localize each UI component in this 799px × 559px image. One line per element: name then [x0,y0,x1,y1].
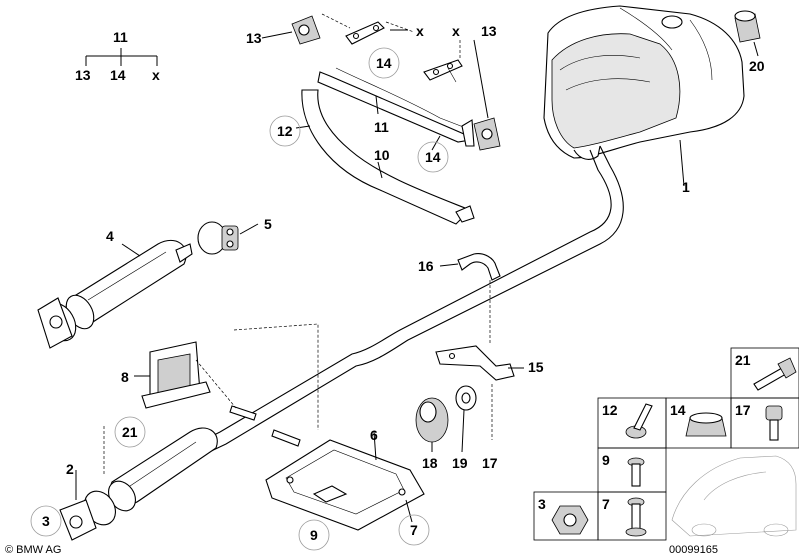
callout-8: 8 [121,369,129,385]
hw-nut-14 [685,412,727,437]
callout-x-mid: x [452,23,460,39]
hw-label-7: 7 [602,496,610,512]
callout-2: 2 [66,461,74,477]
washer [455,385,477,411]
callout-20: 20 [749,58,765,74]
bracket-mid [423,59,463,83]
hw-bolt-12 [625,403,653,439]
rubber-mount-8 [141,341,211,409]
callout-3: 3 [42,513,50,529]
pipe-bracket-15 [435,345,515,381]
hanger-bracket [301,67,475,225]
legend-item-x: x [152,67,160,83]
rear-silencer [543,5,745,160]
hw-label-12: 12 [602,402,618,418]
hw-label-21: 21 [735,352,751,368]
hw-bolt-9 [627,457,645,487]
heat-shield-plate [265,439,425,531]
hw-label-14: 14 [670,402,686,418]
legend-item-14: 14 [110,67,126,83]
hw-bolt-21 [753,357,797,391]
front-silencer [59,427,218,541]
callout-6: 6 [370,427,378,443]
callout-16: 16 [418,258,434,274]
callout-10: 10 [374,147,390,163]
callout-14-top: 14 [376,55,392,71]
hw-nut-3 [551,505,589,535]
callout-7: 7 [410,522,418,538]
image-number: 00099165 [669,544,718,556]
callout-17: 17 [482,455,498,471]
legend-item-13: 13 [75,67,91,83]
callout-x-top: x [416,23,424,39]
callout-13-top: 13 [246,30,262,46]
rubber-mount-right [473,117,501,151]
callout-4: 4 [106,228,114,244]
reference-lines [103,13,493,476]
hw-label-9: 9 [602,452,610,468]
callout-1: 1 [682,179,690,195]
rubber-mount-top [291,15,321,45]
callout-19: 19 [452,455,468,471]
callout-11-strap: 11 [374,119,389,135]
callouts: 1 20 4 5 13 13 x x 6 2 8 16 15 18 19 17 … [66,23,765,477]
leader-lines [75,29,759,523]
bracket-top [345,21,385,45]
pipe-clamp [197,221,239,255]
rubber-stop [415,397,449,443]
callout-14-mid: 14 [425,149,441,165]
tailpipe-trim [734,10,761,43]
callout-5: 5 [264,216,272,232]
car-silhouette-icon [671,455,797,537]
center-silencer [37,239,193,349]
legend-top-label: 11 [113,29,128,45]
main-exhaust-pipe [179,145,624,463]
callout-18: 18 [422,455,438,471]
callout-12: 12 [277,123,293,139]
pipe-bolts [229,405,301,447]
callout-13-right: 13 [481,23,497,39]
hw-label-17: 17 [735,402,751,418]
callout-15: 15 [528,359,544,375]
callout-9: 9 [310,527,318,543]
legend-tree: 11 13 14 x [75,29,160,83]
copyright-text: © BMW AG [5,544,61,556]
hw-label-3: 3 [538,496,546,512]
callout-21: 21 [122,424,138,440]
pipe-bracket-16 [457,253,501,281]
hw-bolt-17 [765,405,783,441]
circled-callouts: 14 14 12 21 3 9 7 [30,47,449,551]
hardware-panel: 21 12 14 17 9 3 [533,347,799,541]
hw-bolt-7 [625,497,647,537]
